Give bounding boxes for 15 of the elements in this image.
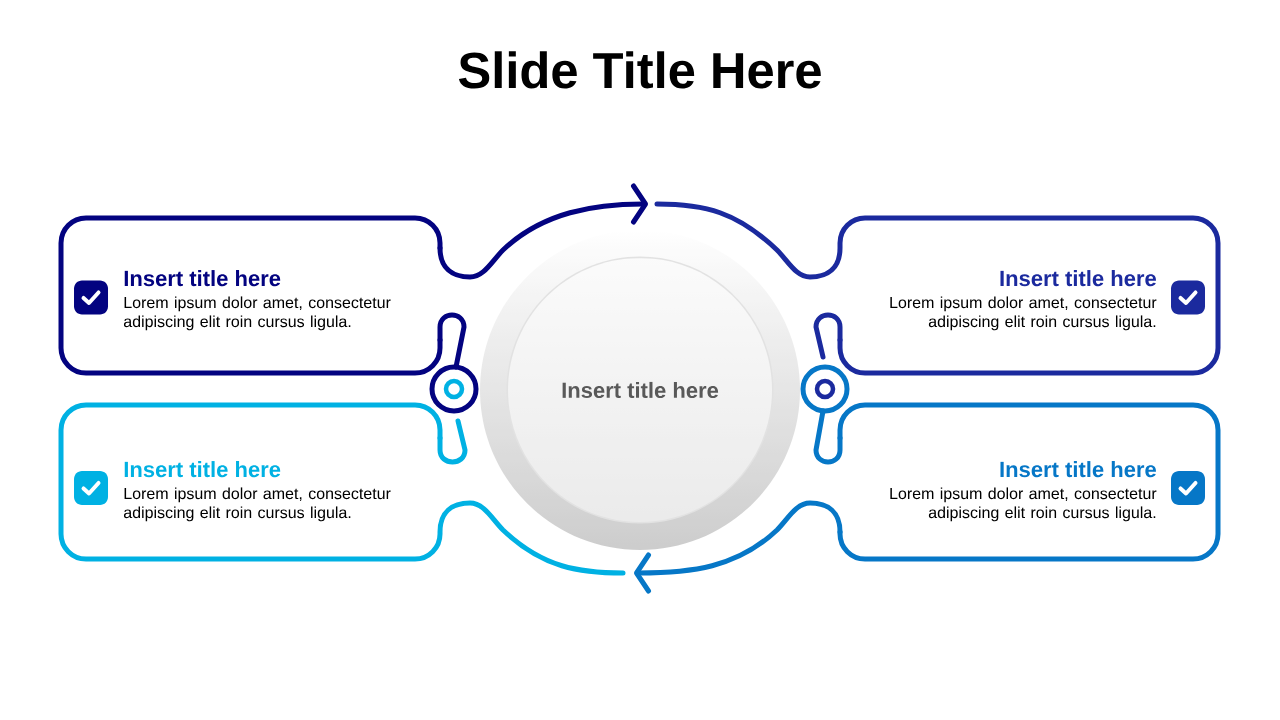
connector-line — [813, 408, 843, 465]
body-text: Lorem ipsum dolor amet, consectetur adipiscing elit roin cursus ligula. — [890, 487, 1157, 522]
slide-title: Slide Title Here — [458, 51, 821, 89]
connector-line — [813, 312, 843, 360]
panel-title: Insert title here — [1000, 461, 1156, 478]
ring-connector — [800, 364, 850, 414]
panel-title: Insert title here — [124, 461, 281, 478]
ring-connector — [429, 364, 479, 414]
body-text: Lorem ipsum dolor amet, consectetur adipiscing elit roin cursus ligula. — [890, 296, 1157, 331]
body-text: Lorem ipsum dolor amet, consectetur adipiscing elit roin cursus ligula. — [123, 487, 391, 522]
connector-line — [437, 418, 468, 465]
body-text: Lorem ipsum dolor amet, consectetur adipiscing elit roin cursus ligula. — [123, 296, 391, 331]
connector-line — [437, 312, 467, 370]
panel-title: Insert title here — [124, 270, 281, 287]
panel-title: Insert title here — [1000, 270, 1156, 287]
